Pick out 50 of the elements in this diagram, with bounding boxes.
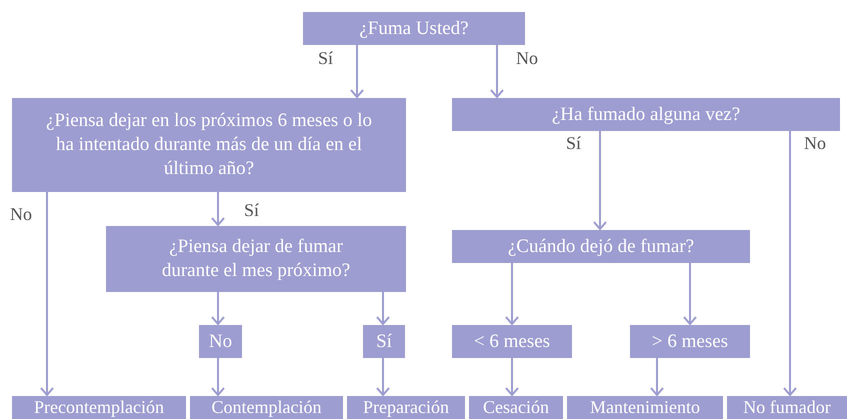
box-text: Preparación [363, 396, 449, 419]
edge-label: No [804, 133, 826, 154]
edge-label: No [516, 48, 538, 69]
arrow [650, 358, 664, 396]
arrow [683, 263, 697, 325]
arrow [783, 131, 797, 396]
box-text: Mantenimiento [590, 396, 700, 419]
box-text: Contemplación [212, 396, 322, 419]
arrow [376, 358, 390, 396]
arrow [350, 45, 364, 98]
arrow [40, 192, 54, 396]
process-box [469, 396, 563, 419]
arrow [593, 131, 607, 230]
process-box [452, 98, 840, 131]
box-text: > 6 meses [652, 330, 728, 354]
arrow [505, 358, 519, 396]
process-box [12, 396, 186, 419]
box-text: < 6 meses [474, 330, 550, 354]
arrow [376, 292, 390, 325]
process-box [567, 396, 723, 419]
edge-label: Sí [318, 48, 334, 69]
process-box [452, 325, 572, 358]
process-box [452, 230, 750, 263]
box-text: Precontemplación [34, 396, 164, 419]
process-box [303, 12, 525, 45]
arrow [211, 358, 225, 396]
edge-label: Sí [244, 200, 260, 221]
box-text: Cesación [483, 396, 549, 419]
box-text: Sí [376, 330, 392, 354]
process-box [12, 98, 406, 192]
box-text: No [208, 330, 232, 354]
process-box [630, 325, 750, 358]
process-box [190, 396, 343, 419]
box-text: ¿Fuma Usted? [359, 16, 469, 40]
process-box [347, 396, 465, 419]
box-text: ¿Piensa dejar en los próximos 6 meses o lo ha intentado durante más de un día en el último año? [44, 109, 374, 181]
box-text: ¿Cuándo dejó de fumar? [508, 234, 694, 258]
process-box [199, 325, 242, 358]
edge-label: No [10, 204, 32, 225]
box-text: No fumador [743, 396, 831, 419]
box-text: ¿Piensa dejar de fumar durante el mes próximo? [160, 235, 352, 283]
arrow [211, 192, 225, 226]
edge-label: Sí [566, 133, 582, 154]
arrow [211, 292, 225, 325]
process-box [727, 396, 847, 419]
process-box [106, 226, 406, 292]
arrow [490, 45, 504, 98]
box-text: ¿Ha fumado alguna vez? [552, 102, 740, 126]
process-box [363, 325, 405, 358]
arrow [505, 263, 519, 325]
